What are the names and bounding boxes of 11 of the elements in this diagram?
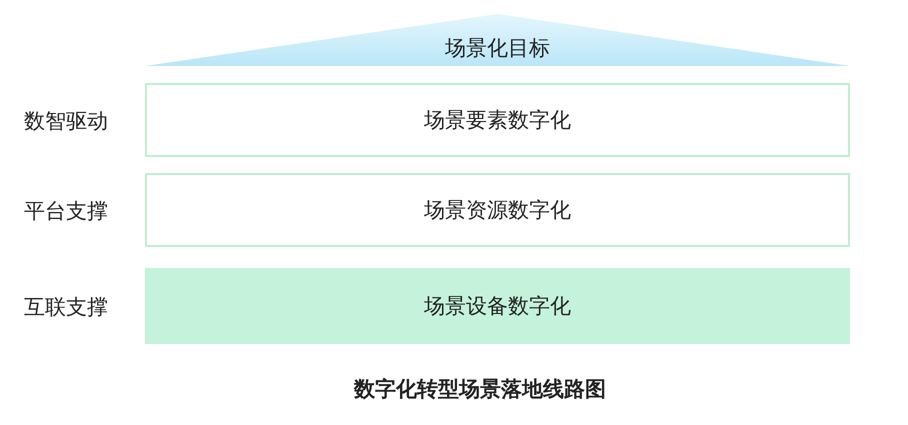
layer-side-label: 互联支撑 [24, 294, 108, 321]
layer-title: 场景设备数字化 [424, 293, 571, 320]
diagram-caption: 数字化转型场景落地线路图 [354, 376, 606, 403]
layer-box [145, 173, 850, 247]
layer-side-label: 数智驱动 [24, 108, 108, 135]
layer-title: 场景化目标 [445, 35, 550, 62]
layer-title: 场景要素数字化 [424, 107, 571, 134]
layer-bar [145, 268, 850, 344]
layer-side-label: 平台支撑 [24, 198, 108, 225]
layer-title: 场景资源数字化 [424, 197, 571, 224]
layer-box [145, 83, 850, 157]
